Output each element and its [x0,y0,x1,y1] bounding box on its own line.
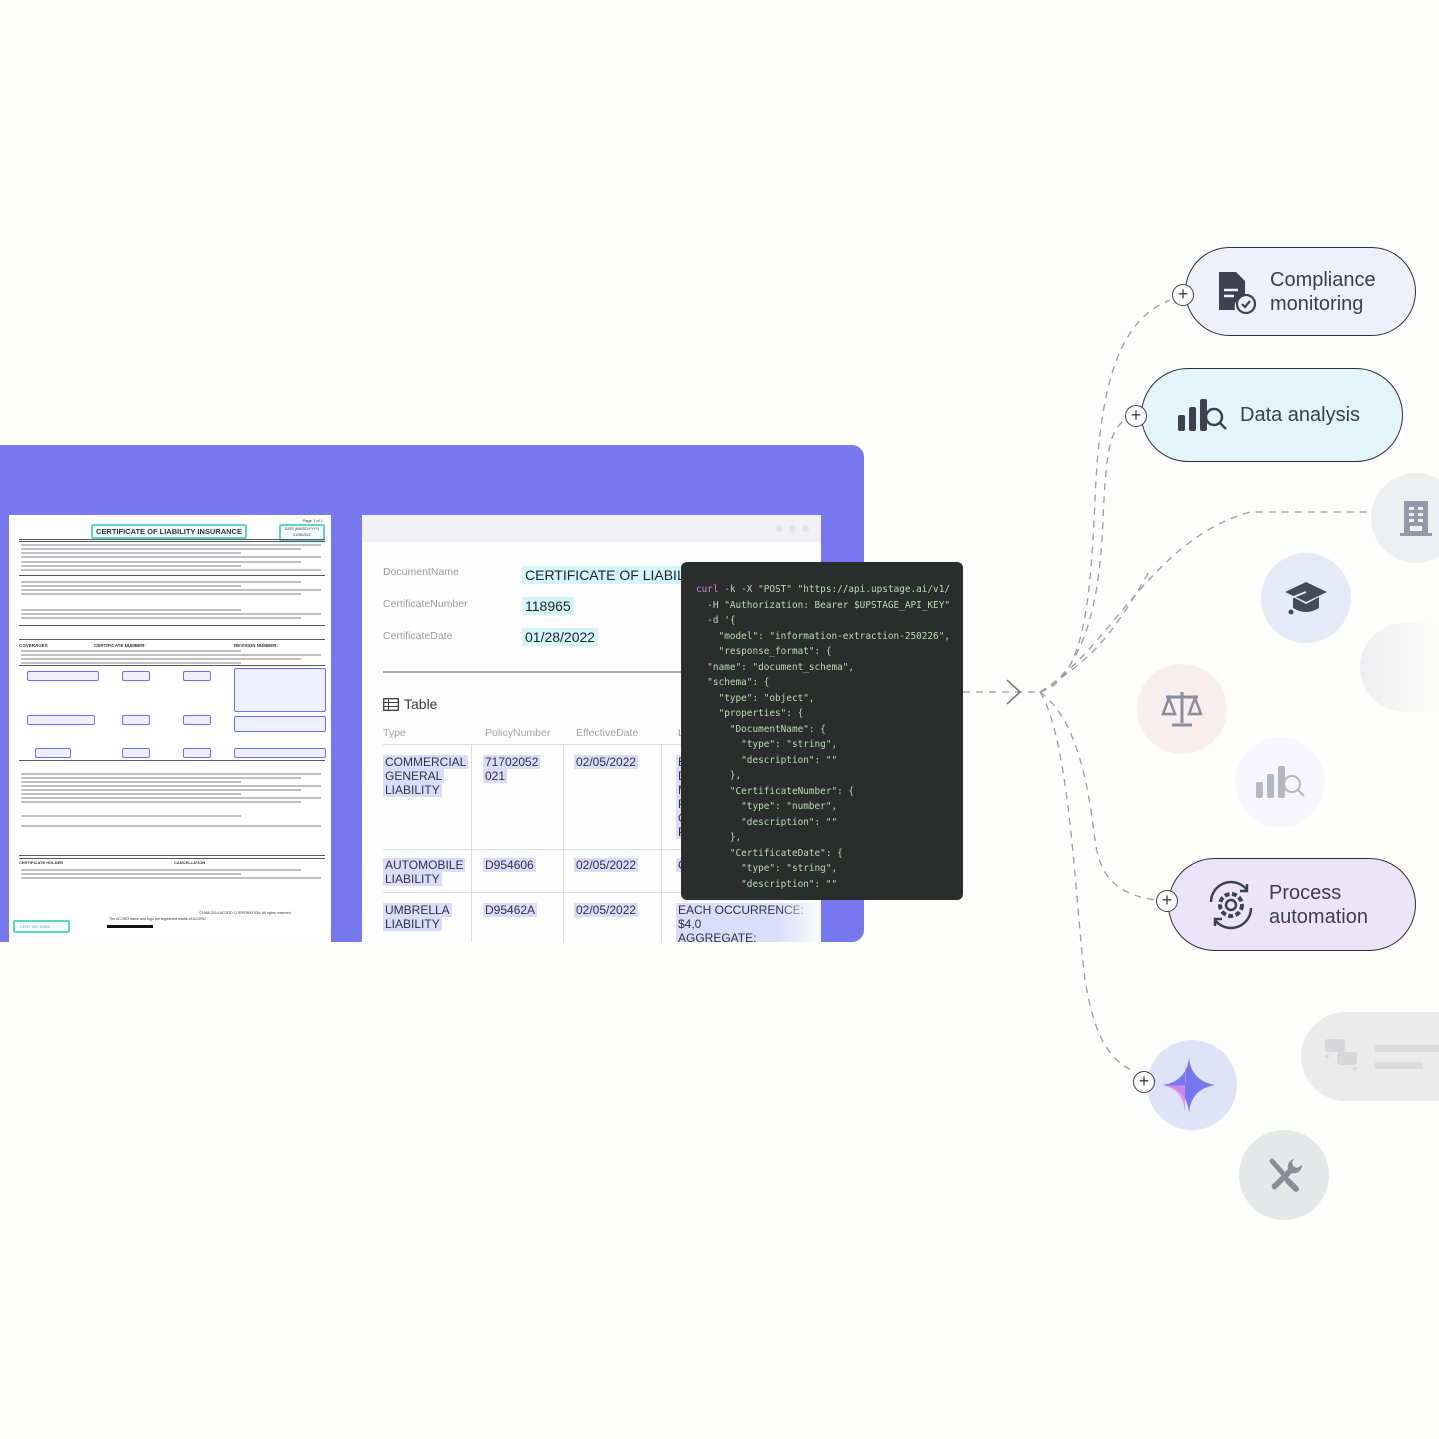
code-line: "CertificateDate": { [696,847,843,859]
chevron-right-icon [1006,679,1022,705]
analytics-node[interactable] [1235,737,1325,827]
table-cell: 02/05/2022 [574,755,639,769]
add-icon[interactable]: + [1156,890,1178,912]
code-line: "description": "" [696,878,838,890]
window-dot [776,525,783,532]
legal-node[interactable] [1137,664,1227,754]
code-line: "response_format": { [696,646,832,657]
field-value: 01/28/2022 [522,628,599,646]
card-titlebar [362,515,821,542]
code-line: -d '{ [696,615,736,626]
sparkle-icon [1161,1057,1215,1113]
code-line: "name": "document_schema", [696,661,855,673]
code-line: "schema": { [696,677,770,688]
document-check-icon [1219,271,1256,314]
data-analysis-node[interactable]: Data analysis [1141,368,1403,462]
table-cell: 02/05/2022 [574,858,639,872]
code-line: "type": "string", [696,863,838,874]
code-line: -H "Authorization: Bearer $UPSTAGE_API_K… [696,599,950,611]
gear-cycle-icon [1209,880,1253,929]
ai-node[interactable] [1147,1040,1237,1130]
tools-node[interactable] [1239,1130,1329,1220]
divider [383,671,803,673]
date-box: DATE (MM/DD/YYYY)01/28/2022 [279,524,325,541]
code-line: "type": "object", [696,692,815,704]
chat-icon [1325,1039,1357,1071]
field-label: CertificateNumber [383,598,468,610]
table-cell: 02/05/2022 [574,903,639,917]
column-header: L [678,727,684,739]
insurance-document-preview: Page 1 of 1 CERTIFICATE OF LIABILITY INS… [9,515,331,942]
page-number: Page 1 of 1 [302,518,323,523]
api-request-code-panel: curl -k -X "POST" "https://api.upstage.a… [681,562,963,900]
chat-node [1301,1012,1439,1101]
code-line: "description": "" [696,816,838,828]
faded-node [1360,623,1439,712]
table-heading: Table [383,696,437,712]
code-line: "CertificateNumber": { [696,785,855,797]
tools-icon [1269,1158,1303,1192]
code-line: "description": "" [696,754,838,766]
field-label: DocumentName [383,566,459,578]
column-header: Type [383,727,406,739]
code-line: "DocumentName": { [696,723,826,735]
add-icon[interactable]: + [1133,1071,1155,1093]
code-line: "model": "information-extraction-250226"… [696,630,950,642]
document-title: CERTIFICATE OF LIABILITY INSURANCE [91,524,247,539]
add-icon[interactable]: + [1125,405,1147,427]
window-dot [802,525,809,532]
add-icon[interactable]: + [1172,284,1194,306]
building-icon [1400,501,1432,536]
code-line: "type": "string", [696,739,838,750]
compliance-monitoring-node[interactable]: Compliance monitoring [1185,247,1416,336]
field-value: 118965 [522,597,574,615]
code-line: curl -k -X "POST" "https://api.upstage.a… [696,584,950,595]
chart-search-icon [1178,399,1227,431]
code-line: "properties": { [696,708,804,719]
table-cell: D954606 [483,858,536,872]
window-dot [789,525,796,532]
process-automation-node[interactable]: Process automation [1168,858,1416,951]
graduation-cap-icon [1285,582,1327,615]
column-header: EffectiveDate [576,727,639,739]
table-cell: D95462A [483,903,538,917]
code-line: "type": "number", [696,801,838,812]
field-label: CertificateDate [383,630,453,642]
column-header: PolicyNumber [485,727,551,739]
code-line: }, [696,770,742,781]
building-node[interactable] [1371,473,1439,563]
scale-icon [1161,692,1203,727]
chart-search-icon [1256,766,1305,798]
field-value: CERTIFICATE OF LIABILITY [522,566,710,584]
education-node[interactable] [1261,553,1351,643]
table-icon [383,697,399,711]
code-line: }, [696,832,742,843]
